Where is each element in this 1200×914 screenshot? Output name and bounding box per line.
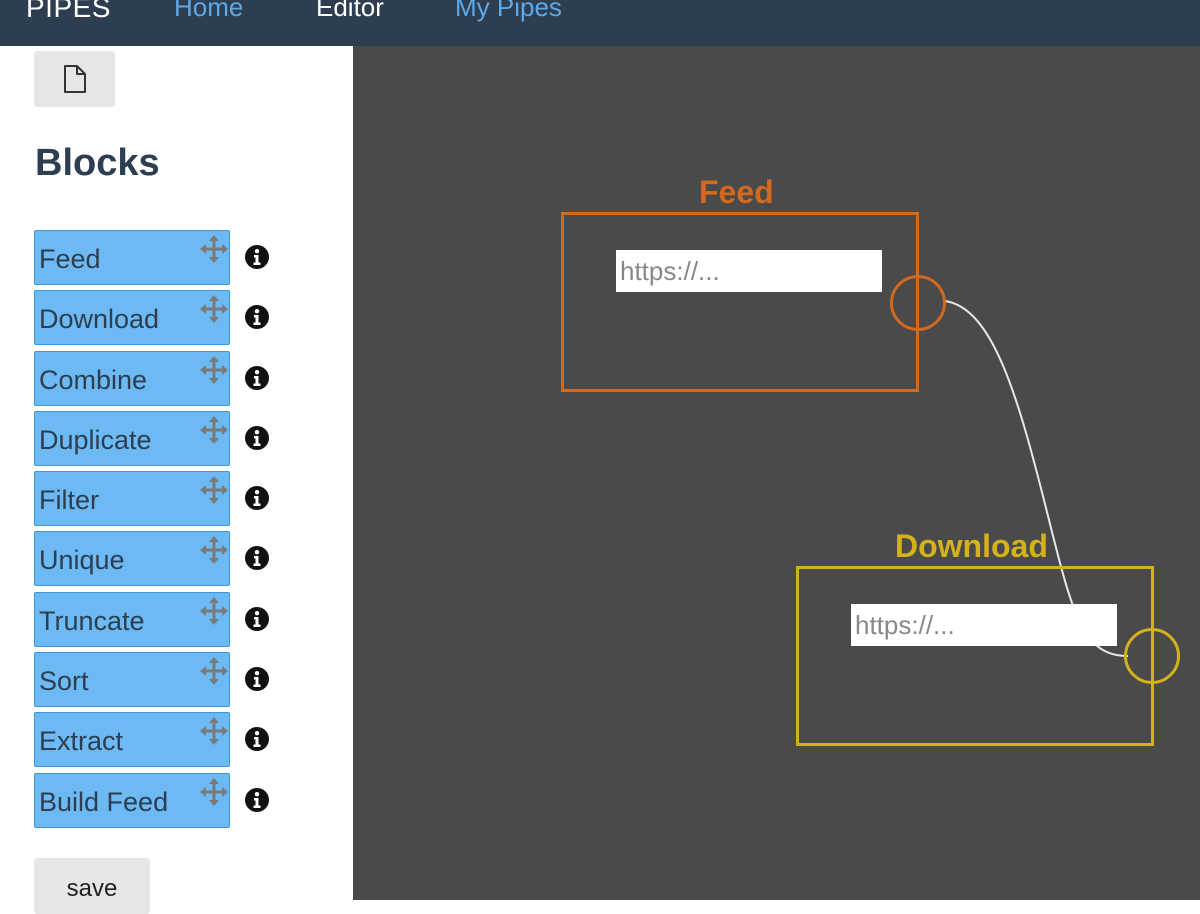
block-item[interactable]: Filter — [34, 471, 230, 527]
block-item[interactable]: Combine — [34, 350, 230, 406]
download-node[interactable] — [796, 566, 1154, 746]
info-icon[interactable] — [244, 545, 270, 571]
move-icon[interactable] — [199, 777, 229, 807]
block-item[interactable]: Download — [34, 290, 230, 346]
block-label: Unique — [39, 545, 125, 576]
move-icon[interactable] — [199, 656, 229, 686]
move-icon[interactable] — [199, 355, 229, 385]
move-icon[interactable] — [199, 716, 229, 746]
block-item[interactable]: Truncate — [34, 591, 230, 647]
feed-url-input[interactable] — [616, 250, 882, 292]
block-item[interactable]: Sort — [34, 652, 230, 708]
info-icon[interactable] — [244, 244, 270, 270]
info-icon[interactable] — [244, 666, 270, 692]
block-label: Duplicate — [39, 424, 152, 455]
download-url-input[interactable] — [851, 604, 1117, 646]
feed-node[interactable] — [561, 212, 919, 392]
save-button[interactable]: save — [34, 858, 150, 914]
info-icon[interactable] — [244, 425, 270, 451]
download-output-connector[interactable] — [1124, 628, 1180, 684]
move-icon[interactable] — [199, 596, 229, 626]
feed-node-title: Feed — [699, 174, 774, 210]
block-label: Build Feed — [39, 786, 169, 817]
info-icon[interactable] — [244, 606, 270, 632]
file-icon — [63, 65, 86, 93]
pipe-editor-canvas[interactable]: Feed Download — [353, 46, 1200, 900]
move-icon[interactable] — [199, 535, 229, 565]
info-icon[interactable] — [244, 304, 270, 330]
block-item[interactable]: Duplicate — [34, 410, 230, 466]
block-label: Combine — [39, 364, 148, 395]
block-label: Feed — [39, 244, 101, 274]
block-item[interactable]: Feed — [34, 230, 230, 285]
block-label: Download — [39, 304, 160, 335]
move-icon[interactable] — [199, 294, 229, 324]
nav-link-my-pipes[interactable]: My Pipes — [455, 0, 562, 22]
move-icon[interactable] — [199, 234, 229, 264]
connection-wire — [944, 300, 1129, 657]
info-icon[interactable] — [244, 485, 270, 511]
nav-link-editor[interactable]: Editor — [316, 0, 384, 22]
block-label: Sort — [39, 666, 89, 697]
nav-link-home[interactable]: Home — [174, 0, 244, 22]
new-pipe-button[interactable] — [34, 51, 115, 107]
move-icon[interactable] — [199, 415, 229, 445]
block-item[interactable]: Extract — [34, 712, 230, 768]
blocks-heading: Blocks — [35, 142, 160, 184]
info-icon[interactable] — [244, 365, 270, 391]
block-label: Truncate — [39, 605, 145, 636]
feed-output-connector[interactable] — [890, 275, 946, 331]
block-label: Extract — [39, 726, 124, 757]
top-navbar: PIPES Home Editor My Pipes — [0, 0, 1200, 47]
block-item[interactable]: Unique — [34, 531, 230, 587]
block-label: Filter — [39, 485, 99, 516]
brand-logo[interactable]: PIPES — [26, 0, 111, 23]
download-node-title: Download — [895, 528, 1048, 564]
info-icon[interactable] — [244, 787, 270, 813]
info-icon[interactable] — [244, 726, 270, 752]
block-item[interactable]: Build Feed — [34, 772, 230, 828]
move-icon[interactable] — [199, 475, 229, 505]
